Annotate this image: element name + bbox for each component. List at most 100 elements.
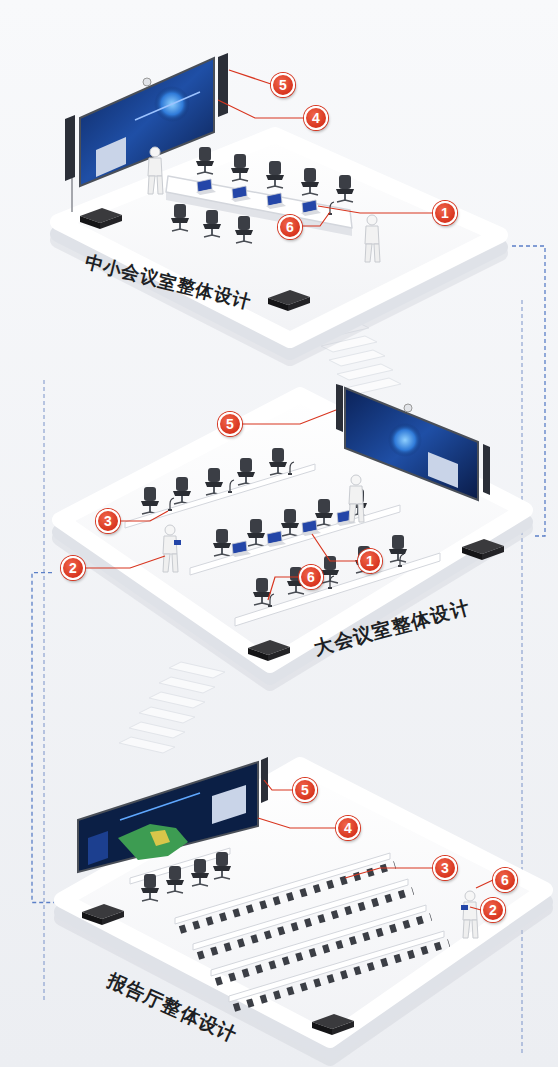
leader-line: [268, 577, 299, 600]
display-screen: [345, 388, 478, 500]
speaker: [336, 384, 343, 432]
seat-row: [234, 943, 449, 1008]
large-meeting-room: [349, 489, 367, 516]
media-box: [462, 539, 504, 560]
seat-row: [193, 879, 408, 950]
ghost-stairs: [139, 707, 195, 723]
small-meeting-room: [203, 210, 221, 237]
display-screen: [80, 58, 214, 186]
small-meeting-room: [196, 147, 214, 174]
leader-line: [85, 556, 165, 568]
leader-line: [302, 212, 330, 226]
seat-row: [198, 891, 413, 956]
screen-text-line: [120, 793, 200, 820]
speaker: [65, 115, 75, 181]
small-meeting-room: [171, 204, 189, 231]
display-screen: [78, 762, 258, 872]
platform-tile: 中小会议室整体设计: [48, 125, 512, 367]
small-meeting-room: [266, 193, 286, 209]
small-meeting-room: [266, 161, 284, 188]
small-meeting-room: [231, 186, 251, 202]
leader-line: [258, 818, 336, 828]
video-window: [212, 785, 246, 824]
small-meeting-room: [196, 179, 216, 195]
platform-top: [60, 395, 525, 665]
network-connector: [32, 573, 54, 903]
large-meeting-room: [253, 578, 271, 605]
tablet: [461, 905, 468, 910]
leader-line: [242, 410, 336, 424]
seat-row: [193, 879, 413, 956]
callout-number: 4: [336, 816, 360, 840]
ghost-stairs: [329, 350, 385, 366]
auditorium: [463, 891, 478, 938]
seat-row: [229, 931, 449, 1008]
tablet: [174, 540, 181, 545]
screen-globe: [388, 423, 422, 457]
large-meeting-room: [228, 480, 234, 493]
large-meeting-room: [247, 519, 265, 546]
callout-number: 4: [304, 106, 328, 130]
large-meeting-room: [288, 462, 294, 475]
leader-line: [229, 70, 271, 84]
meeting-table: [166, 176, 352, 228]
video-window: [96, 137, 126, 177]
callout-number: 5: [293, 778, 317, 802]
large-meeting-room: [269, 448, 287, 475]
auditorium: [213, 852, 231, 879]
leader-line: [470, 907, 481, 910]
large-meeting-room: [163, 525, 178, 572]
speaker: [261, 757, 268, 803]
leader-line: [218, 100, 304, 118]
platform-shape: [48, 125, 512, 367]
large-meeting-room: [301, 520, 321, 536]
large-meeting-room: [141, 487, 159, 514]
speaker: [218, 53, 228, 117]
callout-number: 2: [61, 556, 85, 580]
large-meeting-room: [336, 510, 356, 526]
small-meeting-room: [365, 215, 380, 262]
auditorium: [191, 859, 209, 886]
auditorium: [141, 874, 159, 901]
leader-line: [476, 880, 493, 888]
seat-row: [211, 905, 431, 982]
large-meeting-room: [398, 554, 404, 567]
large-meeting-room: [349, 475, 364, 522]
media-box: [80, 208, 122, 229]
seat-row: [211, 905, 426, 976]
ghost-stairs: [149, 692, 205, 708]
media-box: [248, 640, 290, 661]
screen-panel: [88, 831, 108, 865]
speaker: [483, 444, 490, 495]
large-meeting-room: [281, 509, 299, 536]
platform-top: [58, 135, 500, 340]
leader-line: [318, 206, 433, 213]
callout-number: 1: [433, 201, 457, 225]
callout-number: 6: [299, 565, 323, 589]
screen-map: [150, 830, 170, 846]
seat-row: [175, 853, 395, 930]
leader-line: [312, 534, 358, 561]
small-meeting-room: [301, 168, 319, 195]
large-meeting-room: [205, 468, 223, 495]
small-meeting-room: [65, 53, 380, 311]
media-box: [82, 904, 124, 925]
large-meeting-room: [268, 594, 274, 607]
media-box: [268, 290, 310, 311]
platform-tile: 大会议室整体设计: [52, 383, 533, 689]
ghost-stairs: [129, 722, 185, 738]
callout-number: 1: [358, 549, 382, 573]
camera: [404, 404, 412, 412]
large-meeting-room: [328, 576, 334, 589]
callout-number: 5: [271, 73, 295, 97]
presenter-desk: [130, 848, 230, 884]
screen-globe: [154, 86, 190, 122]
callout-number: 6: [493, 868, 517, 892]
ghost-stairs: [169, 662, 225, 678]
leader-line: [345, 868, 433, 878]
large-meeting-room: [213, 529, 231, 556]
auditorium: [166, 866, 184, 893]
large-meeting-room: [321, 556, 339, 583]
platform-tile: 报告厅整体设计: [54, 740, 554, 1065]
